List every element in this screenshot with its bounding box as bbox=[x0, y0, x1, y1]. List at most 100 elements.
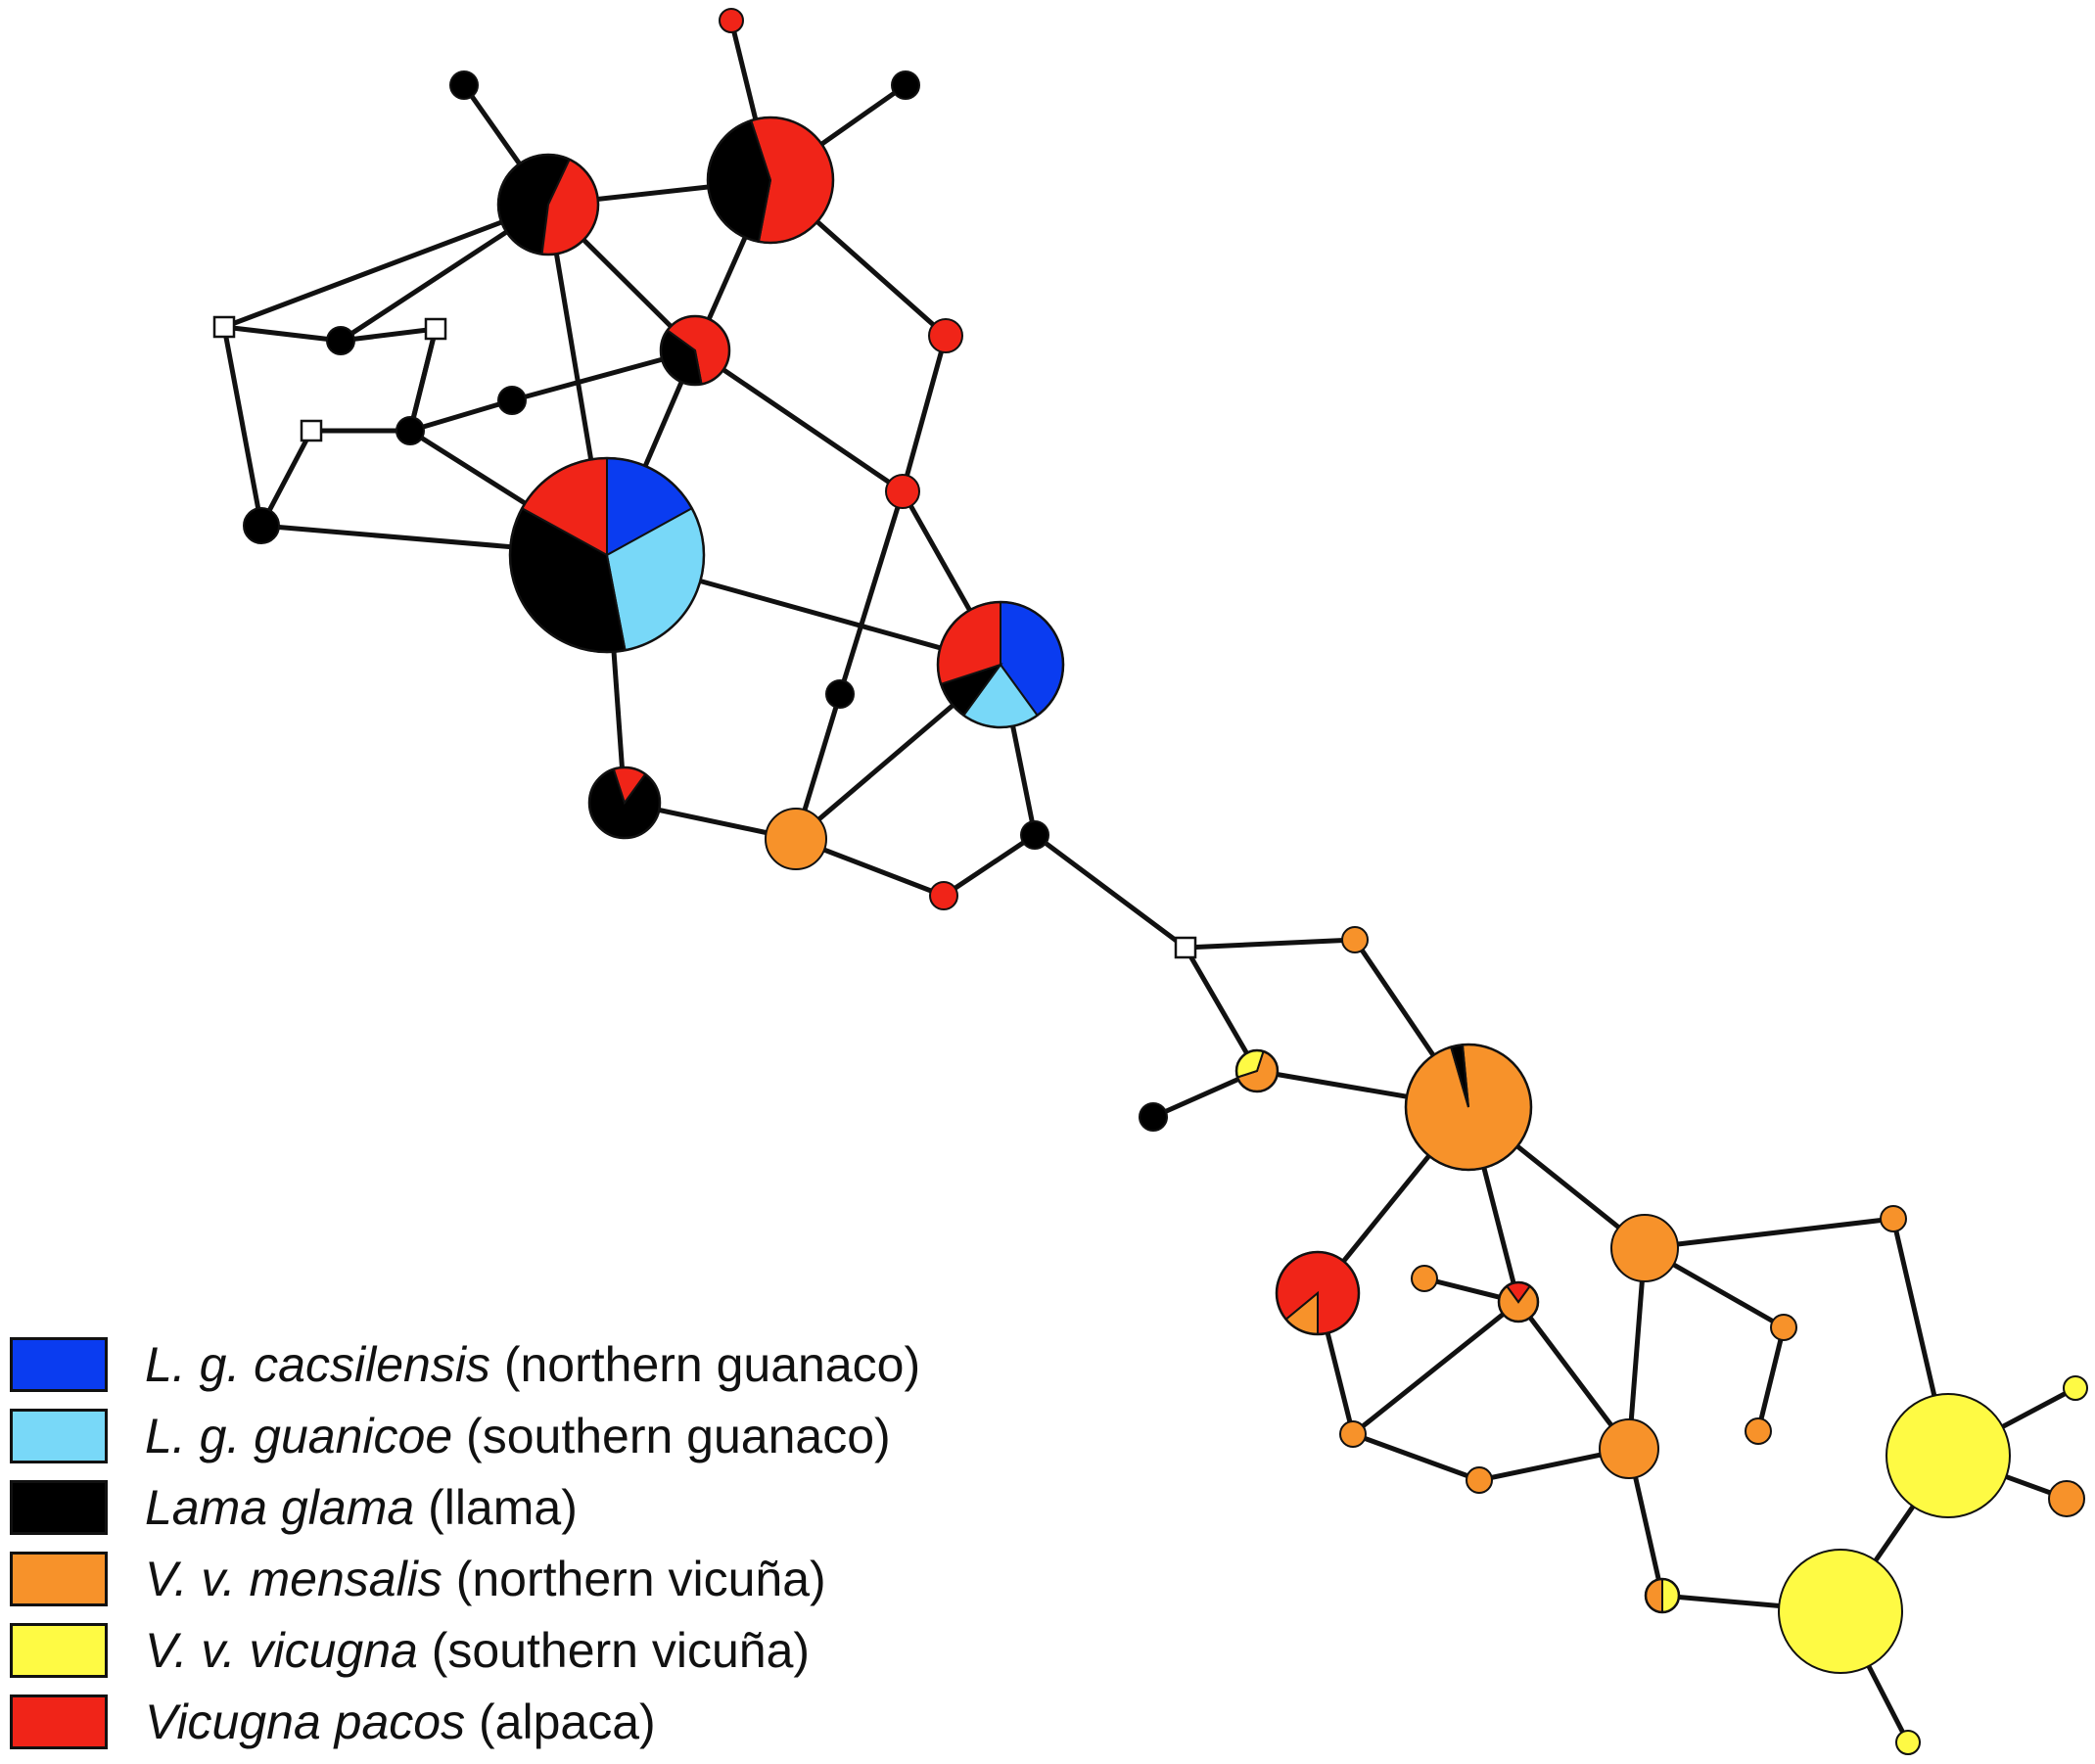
legend-item-mensalis: V. v. mensalis (northern vicuña) bbox=[10, 1548, 1126, 1619]
legend-item-guanicoe: L. g. guanicoe (southern guanaco) bbox=[10, 1405, 1126, 1476]
node-outline bbox=[1497, 1280, 1540, 1323]
haplotype-node bbox=[1745, 1417, 1772, 1445]
legend-species: V. v. mensalis bbox=[145, 1552, 442, 1606]
haplotype-node bbox=[659, 314, 731, 387]
haplotype-node bbox=[1466, 1466, 1493, 1494]
haplotype-node bbox=[936, 600, 1065, 729]
network-edge bbox=[407, 328, 439, 432]
node-outline bbox=[936, 600, 1065, 729]
legend-label: L. g. cacsilensis (northern guanaco) bbox=[145, 1333, 920, 1396]
haplotype-node bbox=[587, 766, 662, 840]
haplotype-node bbox=[1644, 1577, 1681, 1614]
haplotype-node bbox=[1610, 1214, 1679, 1282]
legend-item-llama: Lama glama (llama) bbox=[10, 1476, 1126, 1548]
node-circle bbox=[2063, 1375, 2088, 1401]
network-edge bbox=[409, 397, 513, 434]
legend-species: L. g. guanicoe bbox=[145, 1409, 453, 1463]
node-circle bbox=[1020, 820, 1049, 850]
node-circle bbox=[1880, 1205, 1907, 1232]
legend-swatch bbox=[10, 1409, 108, 1463]
legend-common: (alpaca) bbox=[479, 1694, 656, 1749]
pie-slice bbox=[1645, 1577, 1663, 1614]
haplotype-node bbox=[929, 881, 958, 910]
legend-label: Vicugna pacos (alpaca) bbox=[145, 1691, 656, 1753]
node-circle bbox=[1895, 1730, 1921, 1755]
node-outline bbox=[496, 153, 600, 256]
node-circle bbox=[1778, 1549, 1903, 1674]
hypothetical-node bbox=[424, 317, 447, 341]
network-edge bbox=[942, 832, 1037, 899]
legend-species: Vicugna pacos bbox=[145, 1694, 466, 1749]
legend-swatch bbox=[10, 1337, 108, 1392]
network-edge bbox=[693, 348, 905, 494]
network-edge bbox=[1183, 946, 1260, 1073]
legend-item-alpaca: Vicugna pacos (alpaca) bbox=[10, 1691, 1126, 1762]
haplotype-node bbox=[1886, 1393, 2011, 1518]
node-outline bbox=[659, 314, 731, 387]
haplotype-node bbox=[825, 679, 855, 709]
node-circle bbox=[396, 416, 425, 445]
haplotype-node bbox=[326, 326, 355, 355]
legend-item-vicugna: V. v. vicugna (southern vicuña) bbox=[10, 1619, 1126, 1691]
legend-species: V. v. vicugna bbox=[145, 1623, 418, 1678]
node-circle bbox=[243, 507, 280, 544]
haplotype-node bbox=[1770, 1314, 1797, 1341]
node-outline bbox=[706, 116, 835, 245]
node-circle bbox=[1770, 1314, 1797, 1341]
network-edge bbox=[340, 326, 437, 344]
node-circle bbox=[928, 318, 963, 353]
haplotype-node bbox=[396, 416, 425, 445]
node-circle bbox=[1339, 1420, 1367, 1448]
haplotype-node bbox=[1880, 1205, 1907, 1232]
node-outline bbox=[1275, 1250, 1361, 1336]
haplotype-node bbox=[2063, 1375, 2088, 1401]
haplotype-node bbox=[1778, 1549, 1903, 1674]
haplotype-node bbox=[1275, 1250, 1361, 1336]
network-edge bbox=[223, 324, 342, 344]
hypothetical-node bbox=[300, 419, 323, 442]
network-edge bbox=[1352, 1431, 1480, 1483]
legend-swatch bbox=[10, 1694, 108, 1749]
node-circle bbox=[2048, 1480, 2085, 1517]
pie-slice bbox=[1661, 1577, 1680, 1614]
network-edge bbox=[223, 202, 549, 330]
haplotype-node bbox=[1234, 1048, 1280, 1093]
haplotype-node bbox=[1139, 1102, 1168, 1132]
legend-species: L. g. cacsilensis bbox=[145, 1337, 490, 1392]
legend-label: Lama glama (llama) bbox=[145, 1476, 578, 1539]
node-circle bbox=[1139, 1102, 1168, 1132]
node-outline bbox=[1644, 1577, 1681, 1614]
hypothetical-node bbox=[1174, 936, 1197, 959]
haplotype-node bbox=[706, 116, 835, 245]
haplotype-node bbox=[2048, 1480, 2085, 1517]
node-circle bbox=[1610, 1214, 1679, 1282]
node-circle bbox=[1341, 926, 1369, 953]
legend-swatch bbox=[10, 1552, 108, 1606]
node-outline bbox=[587, 766, 662, 840]
network-edge bbox=[900, 335, 949, 492]
node-circle bbox=[1599, 1418, 1659, 1479]
node-circle bbox=[891, 70, 920, 100]
haplotype-node bbox=[508, 456, 706, 654]
node-outline bbox=[1234, 1048, 1280, 1093]
network-edge bbox=[1351, 1300, 1520, 1436]
network-edge bbox=[1516, 1300, 1631, 1451]
hypothetical-node bbox=[212, 315, 236, 339]
legend-swatch bbox=[10, 1623, 108, 1678]
haplotype-node bbox=[1020, 820, 1049, 850]
legend-common: (northern vicuña) bbox=[455, 1552, 826, 1606]
network-edge bbox=[1185, 937, 1356, 951]
node-circle bbox=[1745, 1417, 1772, 1445]
haplotype-node bbox=[1411, 1265, 1438, 1292]
legend-item-cacsilensis: L. g. cacsilensis (northern guanaco) bbox=[10, 1333, 1126, 1405]
legend-label: V. v. mensalis (northern vicuña) bbox=[145, 1548, 826, 1610]
haplotype-node bbox=[243, 507, 280, 544]
node-circle bbox=[929, 881, 958, 910]
network-edge bbox=[1644, 1216, 1894, 1251]
haplotype-node bbox=[1497, 1280, 1540, 1323]
node-circle bbox=[326, 326, 355, 355]
legend-common: (southern guanaco) bbox=[466, 1409, 891, 1463]
haplotype-node bbox=[1339, 1420, 1367, 1448]
legend-swatch bbox=[10, 1480, 108, 1535]
